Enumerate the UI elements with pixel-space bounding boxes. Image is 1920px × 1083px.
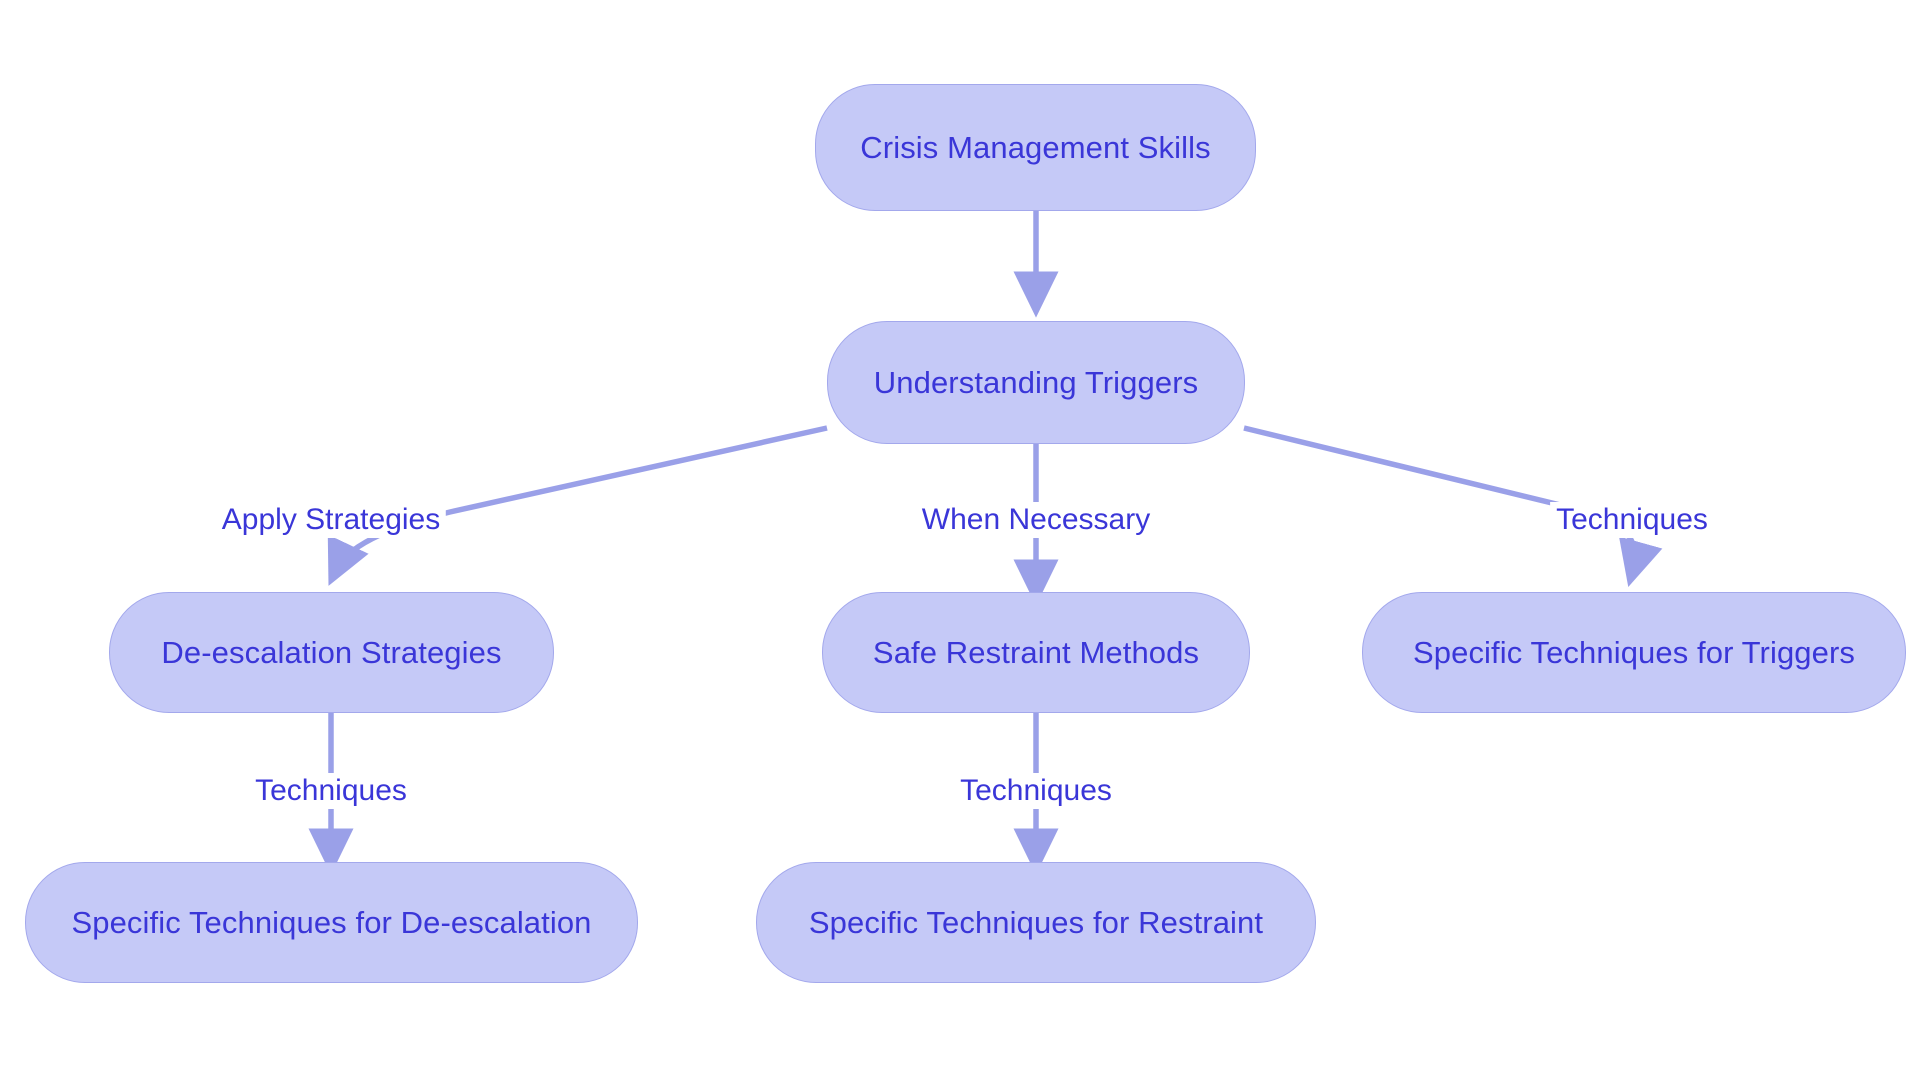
node-label-de-escalation-strategies: De-escalation Strategies bbox=[161, 635, 502, 670]
node-understanding-triggers[interactable]: Understanding Triggers bbox=[827, 321, 1245, 444]
node-label-specific-techniques-for-restraint: Specific Techniques for Restraint bbox=[808, 905, 1264, 940]
node-label-specific-techniques-for-triggers: Specific Techniques for Triggers bbox=[1412, 635, 1855, 670]
node-safe-restraint-methods[interactable]: Safe Restraint Methods bbox=[822, 592, 1250, 713]
edge-label-techniques-restraint: Techniques bbox=[954, 773, 1118, 809]
node-specific-techniques-for-de-escalation[interactable]: Specific Techniques for De-escalation bbox=[25, 862, 638, 983]
node-specific-techniques-for-restraint[interactable]: Specific Techniques for Restraint bbox=[756, 862, 1316, 983]
edge-label-when-necessary: When Necessary bbox=[915, 502, 1157, 538]
edge-label-apply-strategies: Apply Strategies bbox=[215, 502, 447, 538]
node-label-crisis-management-skills: Crisis Management Skills bbox=[860, 130, 1211, 165]
node-crisis-management-skills[interactable]: Crisis Management Skills bbox=[815, 84, 1256, 211]
node-label-specific-techniques-for-de-escalation: Specific Techniques for De-escalation bbox=[71, 905, 592, 940]
node-de-escalation-strategies[interactable]: De-escalation Strategies bbox=[109, 592, 554, 713]
edge-label-techniques-de-escalation: Techniques bbox=[249, 773, 413, 809]
edge-label-techniques-triggers: Techniques bbox=[1550, 502, 1714, 538]
node-specific-techniques-for-triggers[interactable]: Specific Techniques for Triggers bbox=[1362, 592, 1906, 713]
node-label-understanding-triggers: Understanding Triggers bbox=[873, 365, 1199, 400]
node-label-safe-restraint-methods: Safe Restraint Methods bbox=[872, 635, 1200, 670]
